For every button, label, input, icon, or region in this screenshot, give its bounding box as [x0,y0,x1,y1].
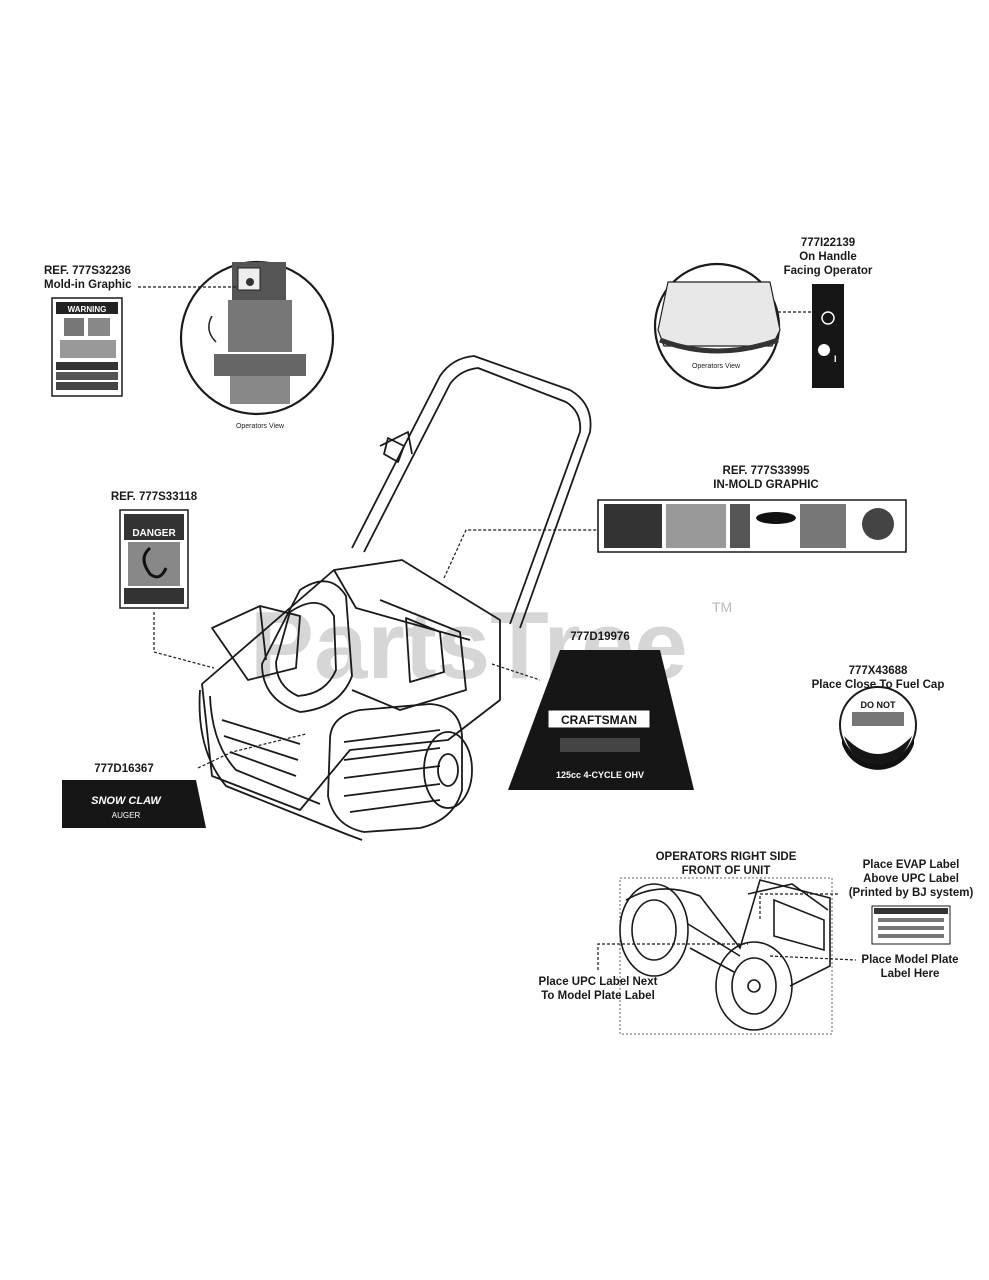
svg-text:WARNING: WARNING [68,305,107,314]
label-ref-777s33118: REF. 777S33118 [110,491,198,503]
mold-in-detail-circle [179,260,335,416]
fuel-cap-decal: DO NOT [839,686,917,770]
snow-claw-decal: SNOW CLAW AUGER [62,780,206,828]
label-777i22139: 777I22139 On Handle Facing Operator [783,237,873,277]
warning-decal: WARNING [51,297,123,397]
label-777x43688: 777X43688 Place Close To Fuel Cap [811,665,945,691]
label-ref-777s33995: REF. 777S33995 IN-MOLD GRAPHIC [713,465,819,491]
danger-decal: DANGER [119,509,189,609]
label-777d16367: 777D16367 [94,763,154,775]
label-ref-777s32236: REF. 777S32236 Mold-in Graphic [44,265,132,291]
label-operators-right-side: OPERATORS RIGHT SIDE FRONT OF UNIT [655,851,797,877]
operators-view-left: Operators View [236,423,285,430]
in-mold-graphic-decal [597,499,907,553]
label-upc: Place UPC Label Next To Model Plate Labe… [538,976,658,1002]
operators-view-right: Operators View [692,363,741,370]
svg-text:SNOW CLAW: SNOW CLAW [91,795,162,807]
handle-detail-circle [653,262,781,390]
svg-text:CRAFTSMAN: CRAFTSMAN [561,713,637,727]
craftsman-decal: CRAFTSMAN 125cc 4-CYCLE OHV [508,650,694,790]
svg-text:I: I [834,354,837,364]
label-777d19976: 777D19976 [570,631,630,643]
svg-text:DO NOT: DO NOT [861,700,897,710]
snow-thrower-drawing [198,355,592,841]
svg-text:125cc 4-CYCLE OHV: 125cc 4-CYCLE OHV [556,770,644,780]
right-side-detail [619,877,951,1035]
handle-decal: I [812,284,844,388]
watermark-tm: TM [712,599,732,615]
label-model-plate: Place Model Plate Label Here [861,954,959,980]
svg-text:DANGER: DANGER [132,528,176,539]
label-evap: Place EVAP Label Above UPC Label (Printe… [848,859,974,899]
svg-text:AUGER: AUGER [112,811,141,820]
